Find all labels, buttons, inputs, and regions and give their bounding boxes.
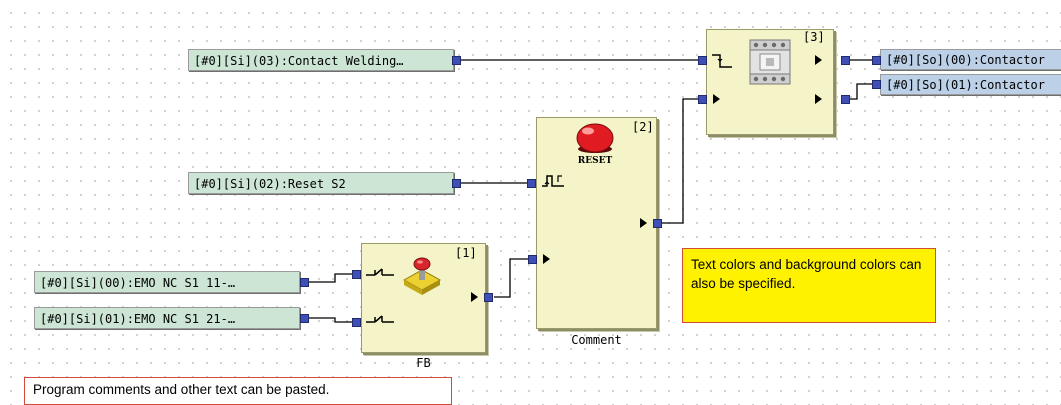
block-3-input-arrow xyxy=(713,94,720,104)
block-1-input-port-1[interactable] xyxy=(352,270,361,279)
block-1-output-port[interactable] xyxy=(484,293,493,302)
colors-note[interactable]: Text colors and background colors can al… xyxy=(682,248,936,323)
block-3-output-port-2[interactable] xyxy=(841,95,850,104)
input-port-emo-s1-11[interactable] xyxy=(300,278,309,287)
input-tag-contact-welding[interactable]: [#0][Si](03):Contact Welding… xyxy=(188,49,454,71)
nc-contact-icon xyxy=(366,315,394,323)
block-2-label: Comment xyxy=(571,333,622,347)
wire-in00-to-b1 xyxy=(308,273,352,283)
block-1-output-arrow xyxy=(471,292,478,302)
output-port-contactor-00[interactable] xyxy=(872,56,881,65)
nc-contact-icon xyxy=(366,268,394,276)
block-1-number: [1] xyxy=(455,246,477,260)
input-port-reset-s2[interactable] xyxy=(452,179,461,188)
block-2-reset-input-port[interactable] xyxy=(527,179,536,188)
input-tag-emo-s1-21[interactable]: [#0][Si](01):EMO NC S1 21-… xyxy=(34,307,300,329)
block-2-output-port[interactable] xyxy=(653,219,662,228)
block-2-output-arrow xyxy=(640,218,647,228)
block-3-input-port[interactable] xyxy=(698,95,707,104)
input-port-contact-welding[interactable] xyxy=(452,56,461,65)
block-3-output-arrow-1 xyxy=(815,55,822,65)
output-port-contactor-01[interactable] xyxy=(872,80,881,89)
contactor-icon xyxy=(749,39,791,85)
wire-in01-to-b1 xyxy=(308,317,352,323)
block-3-output-arrow-2 xyxy=(815,94,822,104)
output-tag-contactor-00[interactable]: [#0][So](00):Contactor xyxy=(880,49,1061,70)
input-tag-reset-s2[interactable]: [#0][Si](02):Reset S2 xyxy=(188,172,454,194)
block-2-input-arrow xyxy=(543,254,550,264)
comments-note[interactable]: Program comments and other text can be p… xyxy=(24,377,452,405)
reset-button-icon xyxy=(576,123,614,153)
block-1-input-port-2[interactable] xyxy=(352,318,361,327)
rising-edge-icon xyxy=(542,175,564,187)
block-3-feedback-input-port[interactable] xyxy=(698,56,707,65)
falling-edge-icon xyxy=(712,54,732,68)
block-2-input-port[interactable] xyxy=(528,255,537,264)
wire-b2-to-b3 xyxy=(662,98,700,224)
block-3-output-port-1[interactable] xyxy=(841,56,850,65)
output-tag-contactor-01[interactable]: [#0][So](01):Contactor xyxy=(880,74,1061,95)
input-port-emo-s1-21[interactable] xyxy=(300,314,309,323)
wire-b1-to-b2 xyxy=(494,258,528,298)
input-tag-emo-s1-11[interactable]: [#0][Si](00):EMO NC S1 11-… xyxy=(34,271,300,293)
function-block-2-reset[interactable] xyxy=(536,117,657,329)
block-1-label: FB xyxy=(416,356,431,370)
emergency-stop-icon xyxy=(402,257,442,295)
wire-b3-to-out01 xyxy=(850,83,875,100)
block-2-number: [2] xyxy=(632,120,654,134)
block-3-number: [3] xyxy=(803,30,825,44)
reset-label: RESET xyxy=(577,156,613,166)
